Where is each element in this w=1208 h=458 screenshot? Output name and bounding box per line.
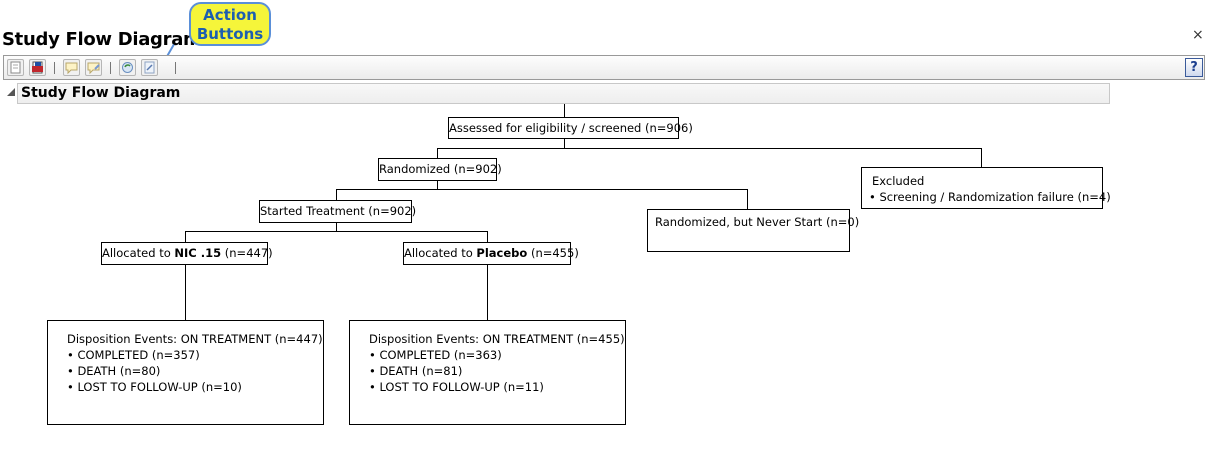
disposition-nic-item: • COMPLETED (n=357) xyxy=(67,348,200,362)
disposition-placebo-title: Disposition Events: ON TREATMENT (n=455) xyxy=(369,332,625,346)
arm-nic-count: (n=447) xyxy=(221,246,273,260)
screened-box: Assessed for eligibility / screened (n=9… xyxy=(448,117,693,139)
connector xyxy=(185,231,488,232)
action-buttons-callout: Action Buttons xyxy=(189,2,271,46)
connector xyxy=(981,148,982,167)
connector xyxy=(185,231,186,242)
close-icon[interactable]: × xyxy=(1192,27,1204,43)
connector xyxy=(747,189,748,209)
disposition-placebo-item: • DEATH (n=81) xyxy=(369,364,463,378)
connector xyxy=(564,138,565,149)
connector xyxy=(487,264,488,320)
connector xyxy=(336,189,748,190)
randomized-box: Randomized (n=902) xyxy=(378,158,502,181)
never-started-box: Randomized, but Never Start (n=0) xyxy=(647,209,859,252)
outline-header[interactable]: Study Flow Diagram xyxy=(17,83,1110,104)
callout-line-2: Buttons xyxy=(196,25,264,43)
connector xyxy=(437,148,982,149)
connector xyxy=(437,180,438,190)
disposition-placebo-item: • LOST TO FOLLOW-UP (n=11) xyxy=(369,380,544,394)
arm-nic-name: NIC .15 xyxy=(174,246,222,260)
outline-title: Study Flow Diagram xyxy=(21,85,181,101)
arm-placebo-prefix: Allocated to xyxy=(404,246,477,260)
disposition-nic-item: • LOST TO FOLLOW-UP (n=10) xyxy=(67,380,242,394)
export-icon[interactable] xyxy=(141,59,158,76)
disposition-placebo-item: • COMPLETED (n=363) xyxy=(369,348,502,362)
report-icon[interactable] xyxy=(7,59,24,76)
disposition-placebo-box: Disposition Events: ON TREATMENT (n=455)… xyxy=(349,320,626,425)
connector xyxy=(487,231,488,242)
excluded-item: • Screening / Randomization failure (n=4… xyxy=(869,190,1111,204)
arm-nic-prefix: Allocated to xyxy=(102,246,175,260)
connector xyxy=(185,264,186,320)
action-toolbar: ? xyxy=(3,55,1205,80)
connector xyxy=(336,189,337,200)
toolbar-separator xyxy=(175,62,176,74)
connector xyxy=(336,222,337,232)
disposition-nic-box: Disposition Events: ON TREATMENT (n=447)… xyxy=(47,320,324,425)
disposition-nic-item: • DEATH (n=80) xyxy=(67,364,161,378)
started-treatment-box: Started Treatment (n=902) xyxy=(259,200,416,223)
excluded-title: Excluded xyxy=(872,174,925,188)
excluded-box: Excluded • Screening / Randomization fai… xyxy=(861,167,1111,209)
started-treatment-label: Started Treatment (n=902) xyxy=(260,204,417,218)
toolbar-separator xyxy=(110,62,111,74)
disposition-nic-title: Disposition Events: ON TREATMENT (n=447) xyxy=(67,332,323,346)
comment-edit-icon[interactable] xyxy=(85,59,102,76)
toolbar-separator xyxy=(54,62,55,74)
arm-placebo-count: (n=455) xyxy=(527,246,579,260)
callout-line-1: Action xyxy=(203,6,257,24)
randomized-label: Randomized (n=902) xyxy=(379,162,502,176)
disclosure-triangle-icon[interactable] xyxy=(7,88,15,96)
screened-label: Assessed for eligibility / screened (n=9… xyxy=(449,121,693,135)
connector xyxy=(437,148,438,158)
arm-placebo-box: Allocated to Placebo (n=455) xyxy=(403,242,579,265)
pdf-icon[interactable] xyxy=(29,59,46,76)
help-button[interactable]: ? xyxy=(1185,58,1203,77)
comment-icon[interactable] xyxy=(63,59,80,76)
window-title: Study Flow Diagram xyxy=(2,29,202,50)
refresh-icon[interactable] xyxy=(119,59,136,76)
never-started-label: Randomized, but Never Start (n=0) xyxy=(655,215,860,229)
arm-placebo-name: Placebo xyxy=(476,246,528,260)
connector xyxy=(564,104,565,117)
arm-nic-box: Allocated to NIC .15 (n=447) xyxy=(101,242,273,265)
